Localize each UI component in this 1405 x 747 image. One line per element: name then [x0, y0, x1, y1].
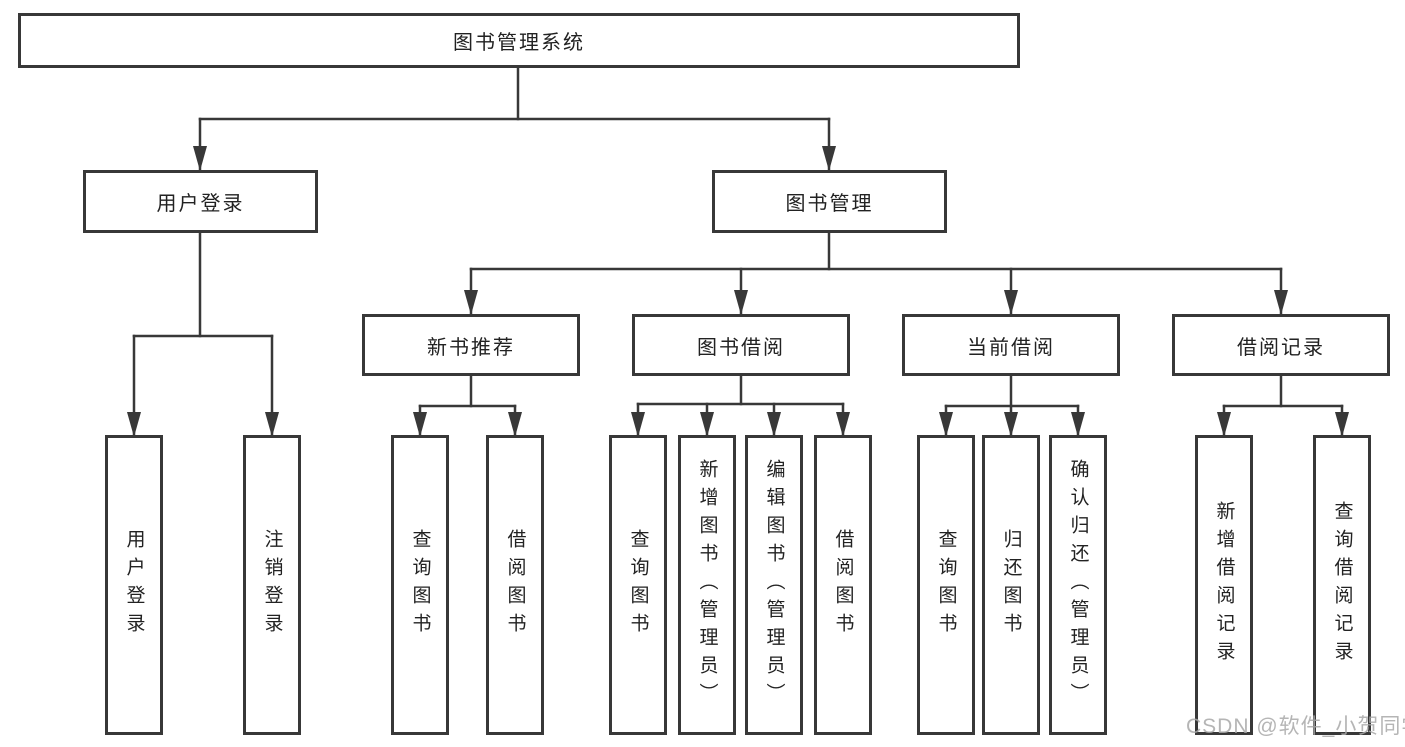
- node-label: 新增借阅记录: [1213, 501, 1235, 669]
- node-current-borrow: 当前借阅: [902, 314, 1120, 376]
- leaf-current-return-books: 归还图书: [982, 435, 1040, 735]
- connector-book-mgmt-to-level3: [464, 231, 1288, 316]
- leaf-recommend-borrow-books: 借阅图书: [486, 435, 544, 735]
- node-label: 图书管理: [785, 193, 874, 215]
- leaf-borrow-edit-books-admin: 编辑图书（管理员）: [745, 435, 803, 735]
- node-label: 归还图书: [1000, 529, 1022, 641]
- leaf-borrow-add-books-admin: 新增图书（管理员）: [678, 435, 736, 735]
- node-label: 查询图书: [409, 529, 431, 641]
- node-label: 用户登录: [156, 193, 245, 215]
- node-root: 图书管理系统: [18, 13, 1020, 68]
- node-label: 借阅图书: [504, 529, 526, 641]
- connector-user-login-group: [127, 231, 279, 438]
- node-label: 借阅记录: [1237, 336, 1325, 359]
- connector-recommend-group: [413, 374, 522, 438]
- node-label: 查询借阅记录: [1331, 501, 1353, 669]
- connector-root-to-level2: [193, 66, 836, 172]
- leaf-borrow-borrow-books: 借阅图书: [814, 435, 872, 735]
- node-borrow-records: 借阅记录: [1172, 314, 1390, 376]
- connector-current-group: [939, 374, 1085, 438]
- node-label: 用户登录: [123, 529, 145, 641]
- connector-records-group: [1217, 374, 1349, 438]
- node-user-login-branch: 用户登录: [83, 170, 318, 233]
- node-label: 查询图书: [627, 529, 649, 641]
- leaf-records-add-record: 新增借阅记录: [1195, 435, 1253, 735]
- leaf-current-confirm-return-admin: 确认归还（管理员）: [1049, 435, 1107, 735]
- leaf-user-login: 用户登录: [105, 435, 163, 735]
- node-book-borrow: 图书借阅: [632, 314, 850, 376]
- connector-borrow-group: [631, 374, 850, 438]
- node-label: 查询图书: [935, 529, 957, 641]
- node-label: 图书借阅: [697, 336, 785, 359]
- node-new-book-recommend: 新书推荐: [362, 314, 580, 376]
- node-label: 注销登录: [261, 529, 283, 641]
- leaf-recommend-query-books: 查询图书: [391, 435, 449, 735]
- node-label: 当前借阅: [967, 336, 1055, 359]
- leaf-records-query-record: 查询借阅记录: [1313, 435, 1371, 735]
- leaf-current-query-books: 查询图书: [917, 435, 975, 735]
- node-label: 新增图书（管理员）: [696, 459, 718, 711]
- node-label: 借阅图书: [832, 529, 854, 641]
- node-label: 新书推荐: [427, 336, 515, 359]
- node-label: 编辑图书（管理员）: [763, 459, 785, 711]
- node-label: 图书管理系统: [453, 32, 585, 54]
- leaf-borrow-query-books: 查询图书: [609, 435, 667, 735]
- node-book-mgmt-branch: 图书管理: [712, 170, 947, 233]
- node-label: 确认归还（管理员）: [1067, 459, 1089, 711]
- leaf-logout: 注销登录: [243, 435, 301, 735]
- watermark: CSDN @软件_小贺同学: [1186, 715, 1405, 738]
